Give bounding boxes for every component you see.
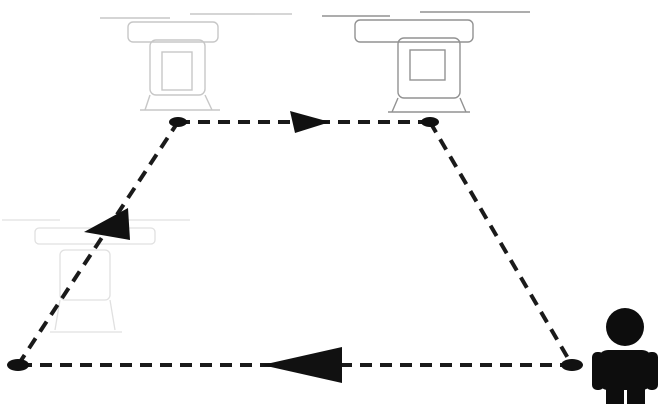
- path-segment-right: [428, 120, 574, 367]
- drone-icon: [100, 13, 292, 111]
- waypoint-bottom-left: [7, 359, 29, 371]
- waypoint-top-left: [169, 117, 187, 127]
- waypoint-top-right: [421, 117, 439, 127]
- person-icon: [592, 308, 658, 404]
- direction-arrow-left: [262, 347, 342, 383]
- path-segment-left: [16, 120, 180, 367]
- direction-arrow-right: [290, 111, 330, 133]
- drone-icon: [322, 11, 530, 113]
- direction-arrow-up: [84, 208, 130, 240]
- waypoint-bottom-right: [561, 359, 583, 371]
- drone-icon: [2, 219, 190, 333]
